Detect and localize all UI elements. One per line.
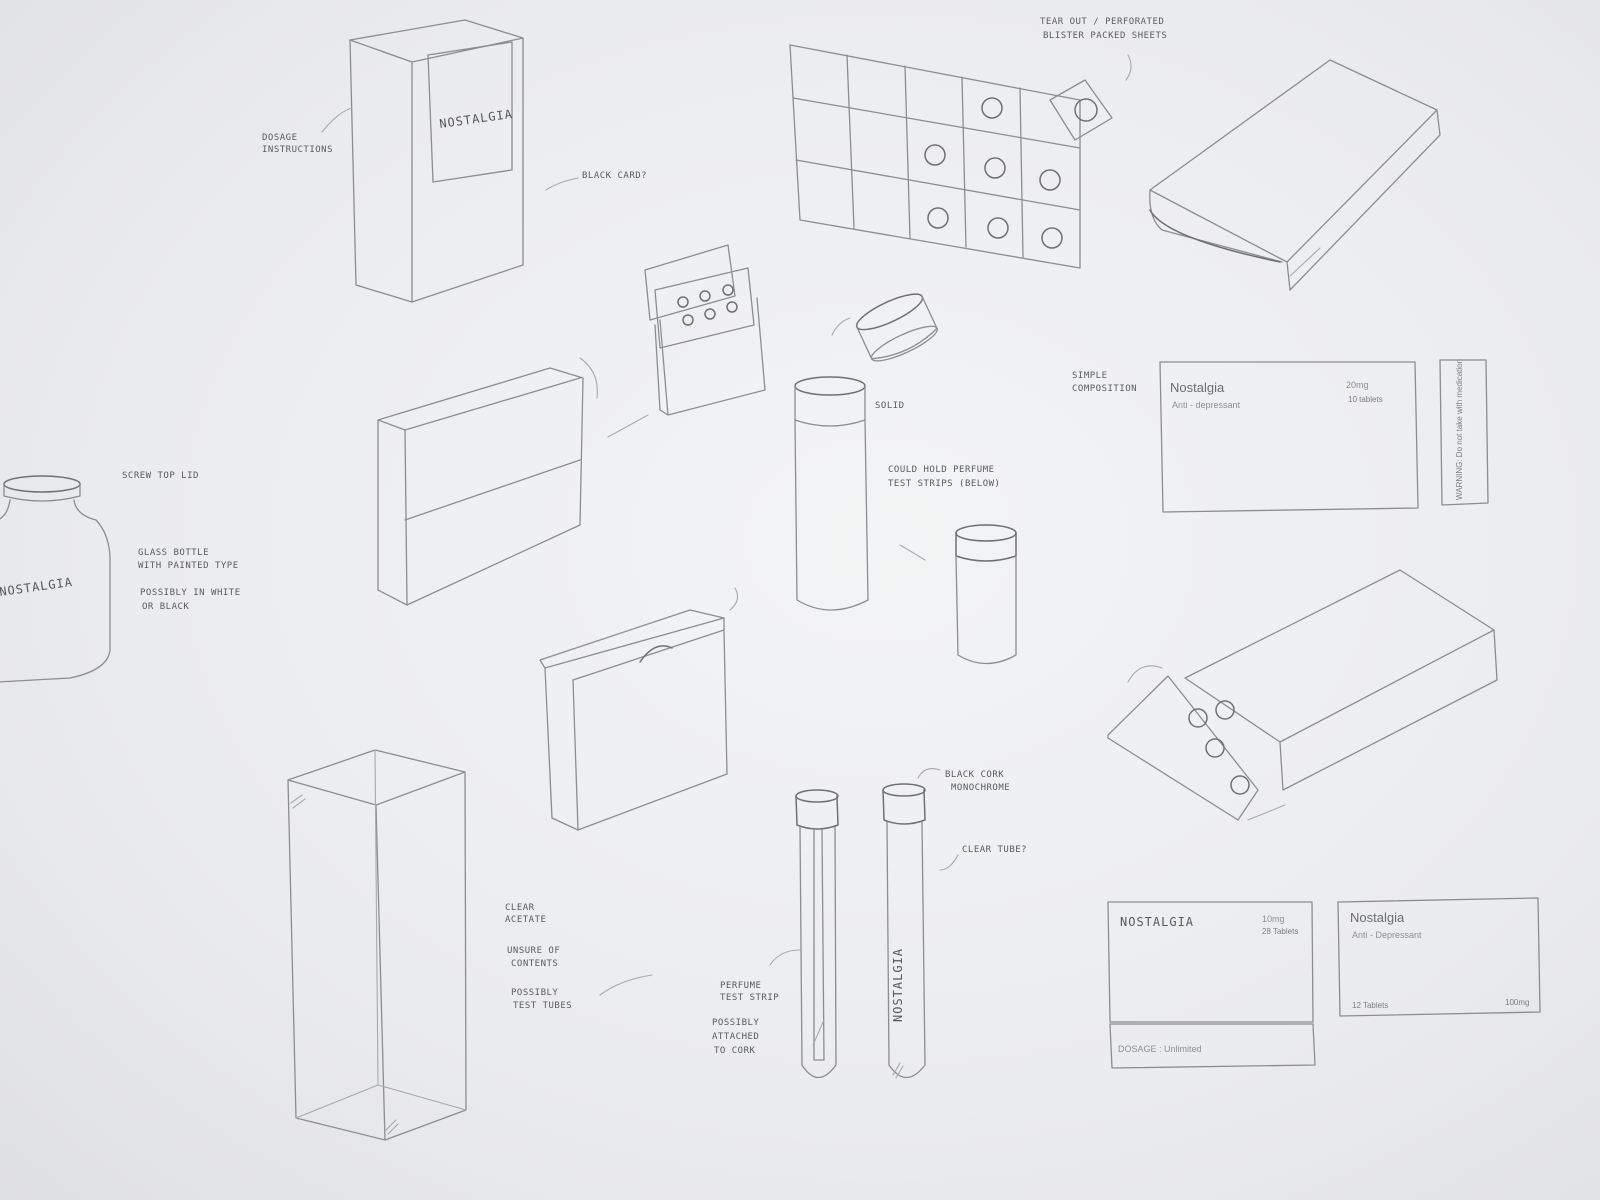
note-strip-2: TEST STRIP (720, 993, 779, 1003)
note-attached-3: TO CORK (714, 1046, 756, 1056)
box-c-dose: 100mg (1505, 998, 1529, 1007)
tall-box-sketch: NOSTALGIA (321, 19, 579, 303)
note-simple-2: COMPOSITION (1072, 384, 1137, 394)
test-tube-strip-sketch (795, 789, 839, 1079)
box-side-warning: WARNING: Do not take with medication (1455, 359, 1464, 500)
box-front-b: NOSTALGIA 10mg 28 Tablets DOSAGE : Unlim… (1107, 901, 1316, 1069)
box-b-dose: 10mg (1262, 914, 1285, 924)
note-screw-top: SCREW TOP LID (122, 471, 199, 481)
note-tear-out-1: TEAR OUT / PERFORATED (1040, 17, 1164, 27)
note-strip-1: PERFUME (720, 981, 761, 991)
note-attached-1: POSSIBLY (712, 1018, 759, 1028)
box-front-c: Nostalgia Anti - Depressant 12 Tablets 1… (1337, 897, 1541, 1017)
tall-box-brand: NOSTALGIA (438, 107, 513, 131)
slide-tray-sketch (1149, 59, 1441, 291)
box-a-sub: Anti - depressant (1172, 400, 1241, 410)
cork-arrow (917, 768, 941, 779)
acetate-box-sketch (287, 749, 467, 1141)
note-attached-2: ATTACHED (712, 1032, 759, 1042)
box-a-count: 10 tablets (1348, 395, 1383, 404)
note-clear-tube: CLEAR TUBE? (962, 845, 1027, 855)
box-c-brand: Nostalgia (1350, 910, 1405, 925)
box-a-brand: Nostalgia (1170, 380, 1225, 395)
acetate-arrow (599, 974, 653, 996)
box-b-dosage: DOSAGE : Unlimited (1118, 1044, 1202, 1054)
flip-top-box-sketch (377, 357, 649, 606)
box-b-count: 28 Tablets (1262, 927, 1298, 936)
box-side-panel: WARNING: Do not take with medication (1439, 359, 1489, 506)
note-acetate-8: TEST TUBES (513, 1001, 572, 1011)
note-acetate-5: CONTENTS (511, 959, 558, 969)
note-bottle-4: POSSIBLY IN WHITE (140, 588, 241, 598)
note-perfume-2: TEST STRIPS (BELOW) (888, 479, 1000, 489)
perfume-arrow (899, 544, 926, 561)
note-acetate-7: POSSIBLY (511, 988, 558, 998)
box-c-sub: Anti - Depressant (1352, 930, 1422, 940)
note-tear-out-2: BLISTER PACKED SHEETS (1043, 31, 1167, 41)
box-front-a: Nostalgia Anti - depressant 20mg 10 tabl… (1159, 361, 1419, 513)
box-b-brand: NOSTALGIA (1120, 915, 1194, 929)
note-black-cork-2: MONOCHROME (951, 783, 1010, 793)
tuck-box-sketch (539, 587, 739, 831)
glass-bottle-sketch: NOSTALGIA (0, 475, 111, 683)
note-acetate-4: UNSURE OF (507, 946, 560, 956)
strip-arrow (769, 949, 801, 966)
box-c-count: 12 Tablets (1352, 1001, 1388, 1010)
note-dosage-1: DOSAGE (262, 133, 298, 143)
box-a-dose: 20mg (1346, 380, 1369, 390)
cylinder-tube-sketch (794, 293, 938, 611)
open-box-with-blister (644, 244, 766, 416)
tube-brand: NOSTALGIA (891, 948, 905, 1022)
small-vial-sketch (955, 524, 1017, 665)
note-perfume-1: COULD HOLD PERFUME (888, 465, 995, 475)
note-black-card: BLACK CARD? (582, 171, 647, 181)
note-acetate-2: ACETATE (505, 915, 546, 925)
bottle-brand: NOSTALGIA (0, 575, 74, 599)
note-bottle-1: GLASS BOTTLE (138, 548, 209, 558)
note-simple-1: SIMPLE (1072, 371, 1108, 381)
test-tube-brand-sketch: NOSTALGIA (882, 783, 926, 1079)
note-black-cork-1: BLACK CORK (945, 770, 1004, 780)
note-dosage-2: INSTRUCTIONS (262, 145, 333, 155)
note-acetate-1: CLEAR (505, 903, 535, 913)
clear-tube-arrow (939, 854, 959, 871)
note-bottle-5: OR BLACK (142, 602, 189, 612)
blister-grid-sketch (789, 44, 1132, 269)
open-slide-pack-sketch (1107, 569, 1498, 821)
note-solid: SOLID (875, 401, 905, 411)
note-bottle-2: WITH PAINTED TYPE (138, 561, 239, 571)
